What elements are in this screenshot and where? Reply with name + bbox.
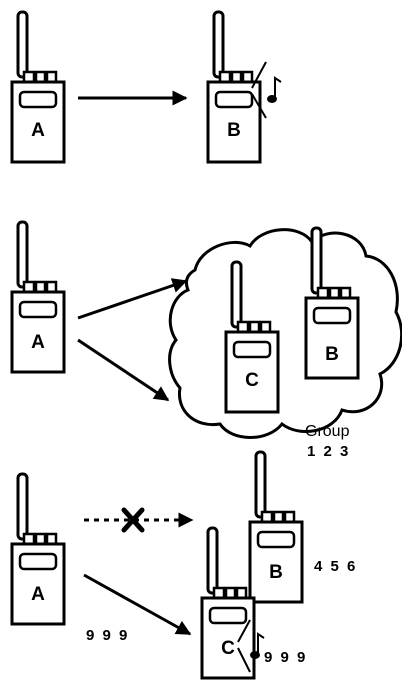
radio-b-number: 4 5 6 [314,558,357,575]
row2-radio-a: A [12,222,64,372]
row3-radio-b-label: B [269,562,283,583]
row3-radio-c-label: C [221,638,235,659]
row2-radio-b-label: B [325,344,339,365]
row2-arrow-to-group-lower [78,340,168,400]
row1-radio-b-label: B [227,120,241,141]
row2-radio-c-label: C [245,370,259,391]
row3-radio-a-label: A [31,584,45,605]
row3-radio-c: C [202,528,254,678]
radio-c-number: 9 9 9 [264,649,307,666]
row1-radio-a: A [12,12,64,162]
group-caption: Group [305,423,350,440]
row2-radio-a-label: A [31,332,45,353]
group-number: 1 2 3 [307,443,350,460]
radio-a-dialed-number: 9 9 9 [86,627,129,644]
group-cloud [170,230,402,438]
row1-radio-a-label: A [31,120,45,141]
row3-radio-b: B [250,452,302,602]
row3-radio-a: A [12,474,64,624]
row3-call-arrow [84,575,190,634]
